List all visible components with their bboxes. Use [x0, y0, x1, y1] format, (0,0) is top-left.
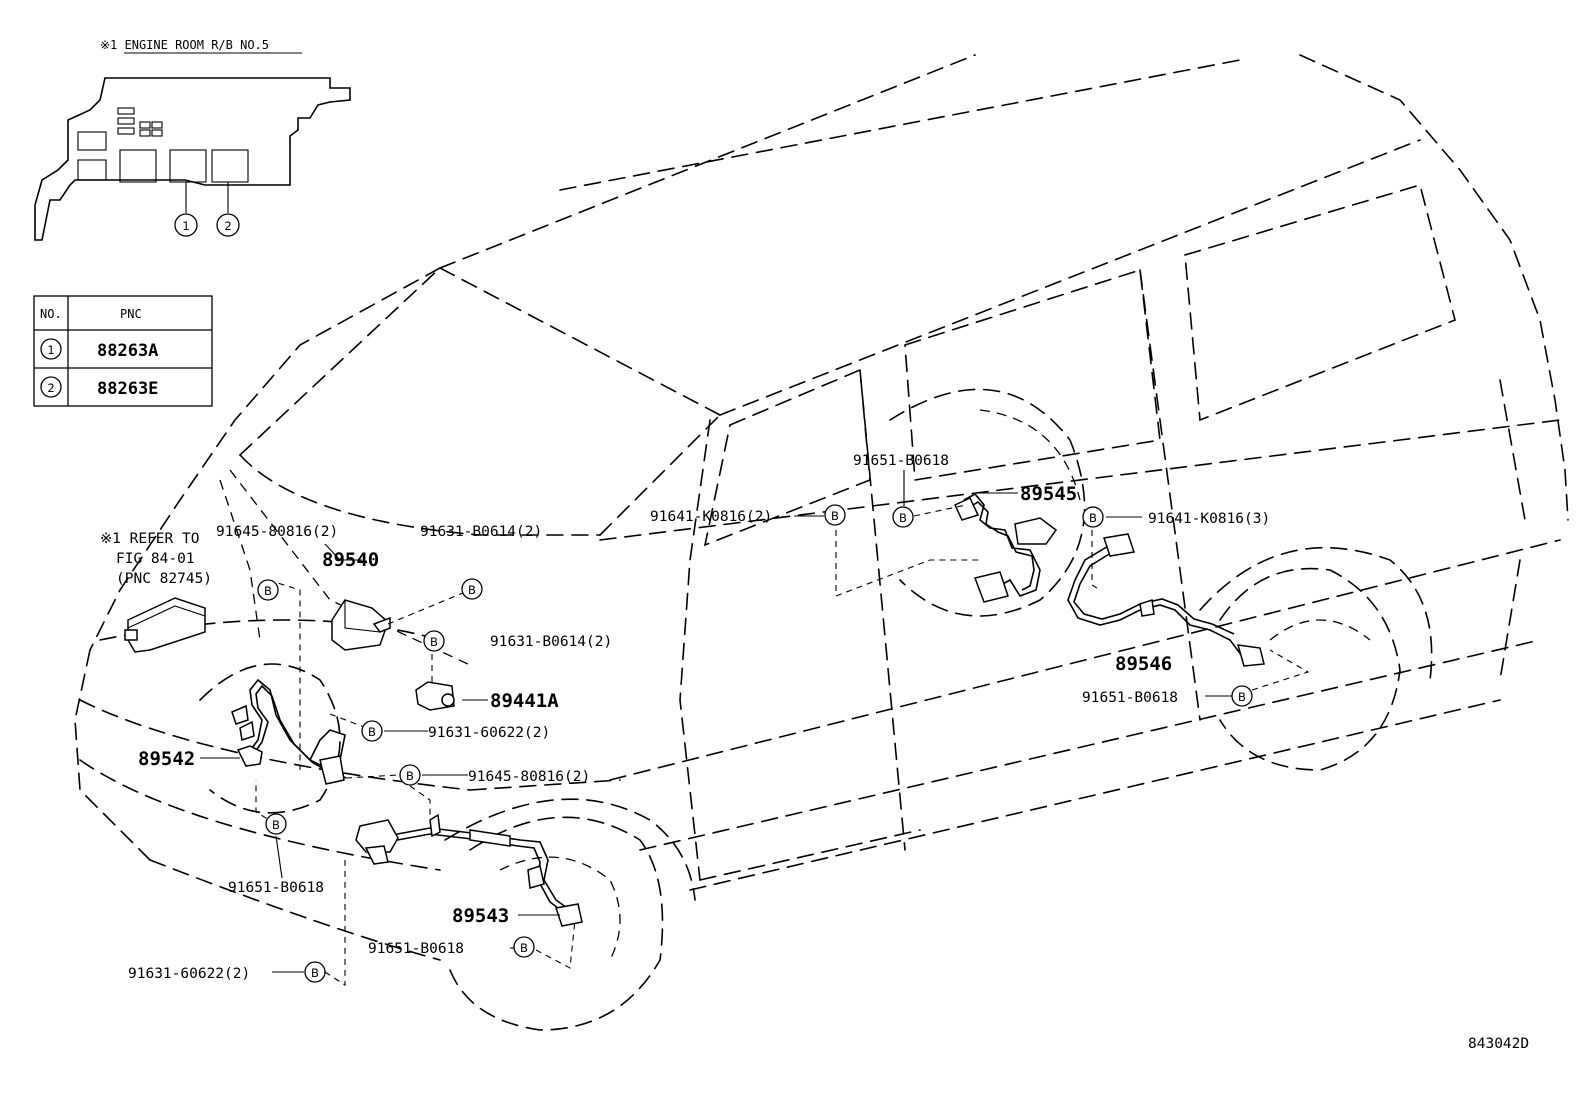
svg-text:B: B [1238, 690, 1246, 704]
svg-text:B: B [264, 584, 272, 598]
label-91631-b0614-top: 91631-B0614(2) [420, 524, 542, 540]
figure-code: 843042D [1468, 1036, 1529, 1052]
label-91645-80816-mid: 91645-80816(2) [468, 769, 590, 785]
label-91631-60622-bot: 91631-60622(2) [128, 966, 250, 982]
table-row-1-no [40, 338, 62, 360]
bolt-91651-left: B [265, 813, 287, 835]
table-row-1-pnc: 88263A [97, 341, 158, 361]
table-row-2-no [40, 376, 62, 398]
bolt-91645-top: B [257, 579, 279, 601]
svg-text:1: 1 [47, 343, 54, 357]
pnc-table: NO. PNC 1 88263A 2 88263E [33, 295, 213, 407]
reference-note: ※1 REFER TO FIG 84-01 (PNC 82745) [100, 531, 212, 587]
bolt-91651-front: B [513, 936, 535, 958]
label-91641-k0816-left: 91641-K0816(2) [650, 509, 772, 525]
engine-room-relay-block-inset: ※1 ENGINE ROOM R/B NO.5 1 2 [34, 38, 351, 241]
leader-lines [200, 470, 1310, 987]
bolt-91641-k0816-left: B [824, 504, 846, 526]
label-89546: 89546 [1115, 653, 1172, 675]
bolt-badges: B B B B B B B B B B B B [257, 504, 1253, 983]
svg-text:2: 2 [224, 219, 231, 233]
bolt-91651-rear-top: B [892, 506, 914, 528]
label-89441a: 89441A [490, 690, 559, 712]
svg-text:B: B [272, 818, 280, 832]
part-89540-module [331, 599, 391, 651]
svg-text:B: B [831, 509, 839, 523]
relay-block-body [34, 77, 351, 241]
bolt-91631-60622-bot: B [304, 961, 326, 983]
svg-text:B: B [311, 966, 319, 980]
label-91631-60622-mid: 91631-60622(2) [428, 725, 550, 741]
svg-text:B: B [899, 511, 907, 525]
bolt-91631-b0614-top: B [461, 578, 483, 600]
label-91651-b0618-rear-top: 91651-B0618 [853, 453, 949, 469]
bolt-91631-60622-mid: B [361, 720, 383, 742]
bolt-91631-b0614-mid: B [423, 630, 445, 652]
svg-text:B: B [430, 635, 438, 649]
label-89540: 89540 [322, 549, 379, 571]
label-89542: 89542 [138, 748, 195, 770]
reference-line-2: FIG 84-01 [116, 551, 195, 567]
part-89543-harness [355, 813, 583, 927]
label-89543: 89543 [452, 905, 509, 927]
svg-text:B: B [368, 725, 376, 739]
svg-text:B: B [406, 769, 414, 783]
callout-labels: 91645-80816(2) 89540 91631-B0614(2) 9163… [128, 453, 1270, 982]
label-91645-80816-top: 91645-80816(2) [216, 524, 338, 540]
svg-text:1: 1 [182, 219, 189, 233]
part-89545-harness [954, 492, 1058, 603]
inset-title: ※1 ENGINE ROOM R/B NO.5 [100, 38, 269, 52]
inset-marker-1 [174, 213, 198, 237]
bolt-91651-rear-bot: B [1231, 685, 1253, 707]
label-89545: 89545 [1020, 483, 1077, 505]
reference-line-3: (PNC 82745) [116, 571, 212, 587]
table-row-2-pnc: 88263E [97, 379, 158, 399]
table-header-no: NO. [40, 307, 62, 321]
vehicle-outline [74, 54, 1569, 1031]
svg-text:B: B [1089, 511, 1097, 525]
label-91631-b0614-mid: 91631-B0614(2) [490, 634, 612, 650]
svg-text:2: 2 [47, 381, 54, 395]
table-header-pnc: PNC [120, 307, 142, 321]
label-91641-k0816-right: 91641-K0816(3) [1148, 511, 1270, 527]
reference-line-1: ※1 REFER TO [100, 531, 199, 547]
bolt-91645-mid: B [399, 764, 421, 786]
bolt-91641-k0816-right: B [1082, 506, 1104, 528]
svg-text:B: B [520, 941, 528, 955]
inset-marker-2 [216, 213, 240, 237]
part-89546-harness [1067, 533, 1265, 667]
ecu-module-82745 [124, 597, 206, 653]
label-91651-b0618-front: 91651-B0618 [368, 941, 464, 957]
label-91651-b0618-rear-bot: 91651-B0618 [1082, 690, 1178, 706]
svg-text:B: B [468, 583, 476, 597]
part-89542-harness [231, 678, 347, 785]
label-91651-b0618-left: 91651-B0618 [228, 880, 324, 896]
part-89441a-sensor [415, 681, 455, 711]
